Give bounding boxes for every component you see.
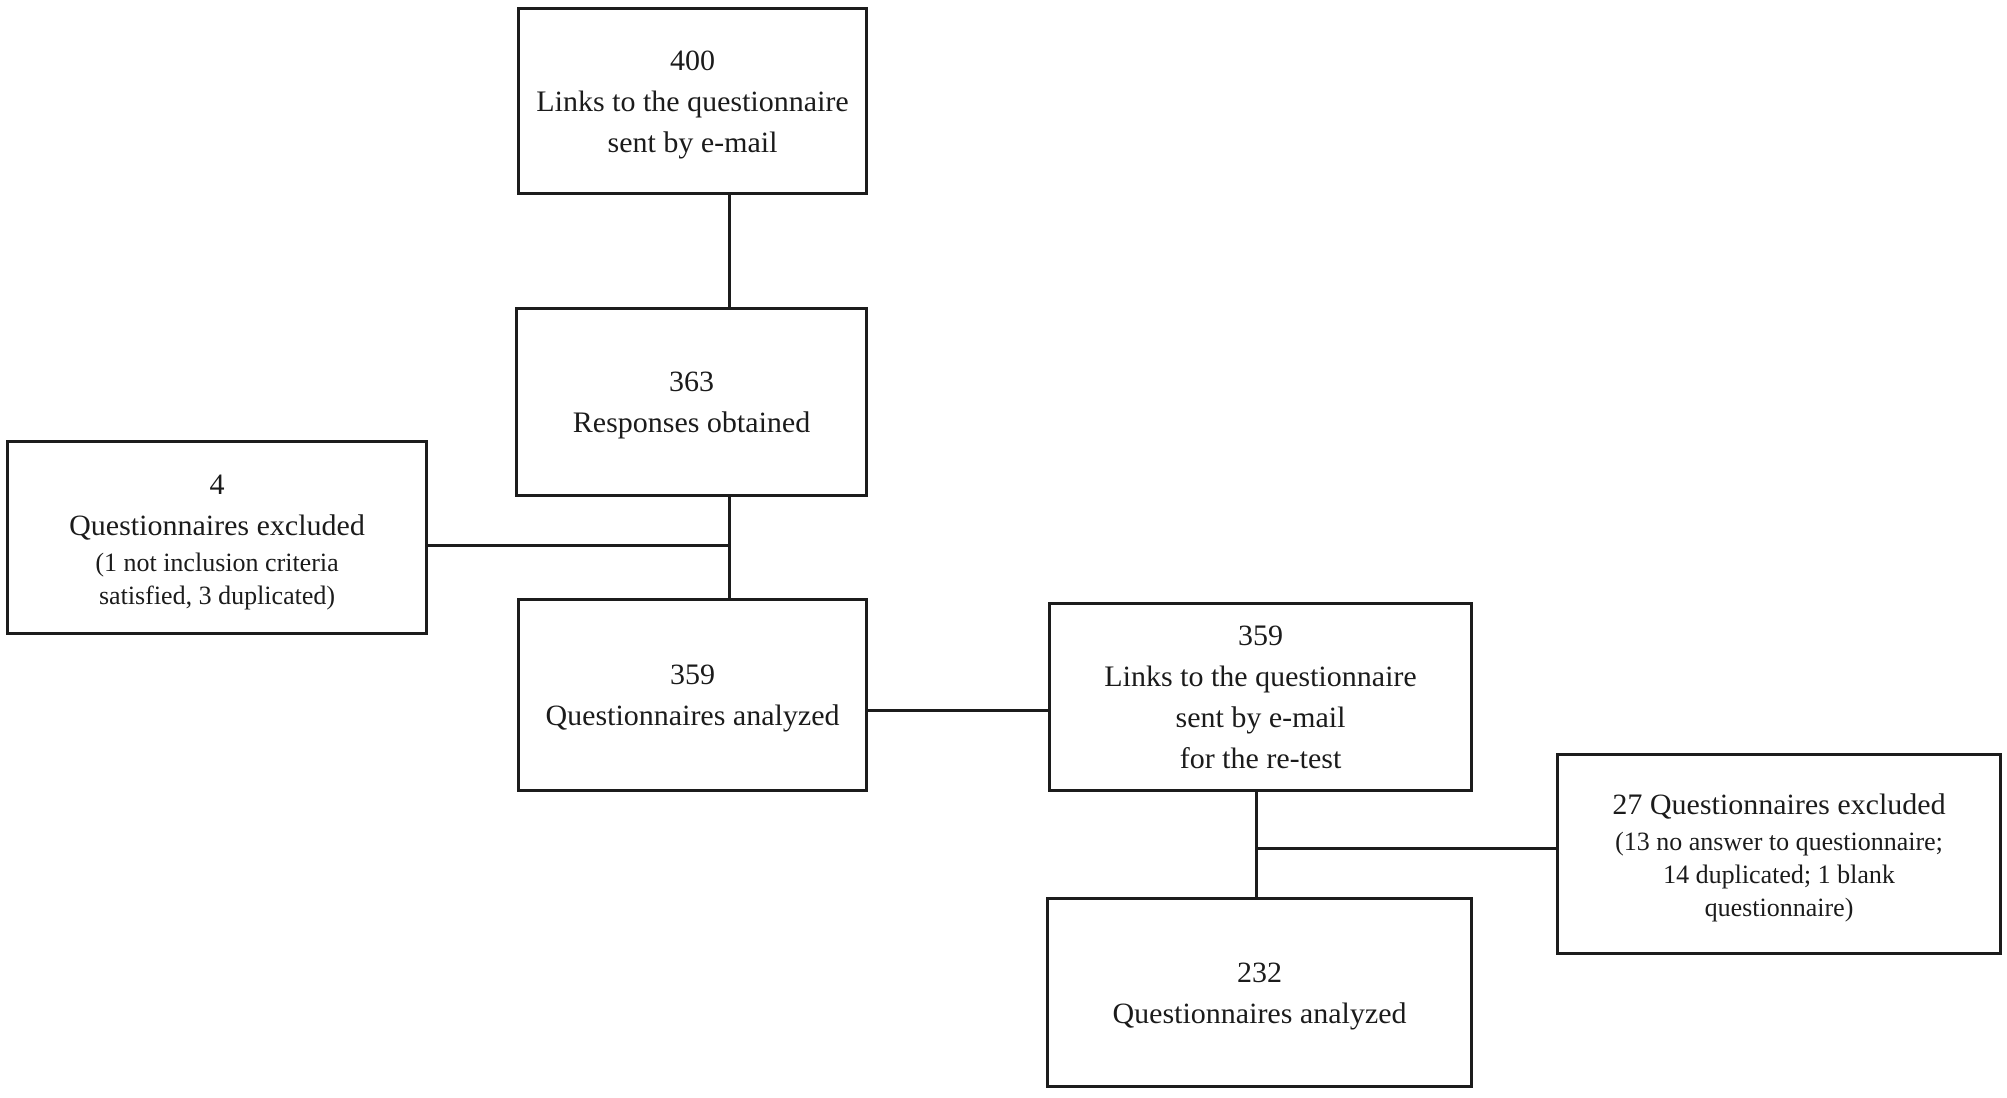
connector-sent-to-responses: [728, 195, 731, 307]
box-label: 27 Questionnaires excluded: [1612, 788, 1946, 821]
box-count: 359: [670, 658, 715, 691]
box-label: Links to the questionnaire: [536, 84, 849, 118]
box-count: 359: [1238, 619, 1283, 652]
connector-excluded-2-branch: [1255, 847, 1556, 850]
flow-box-questionnaires-analyzed-1: 359 Questionnaires analyzed: [517, 598, 868, 792]
connector-excluded-1-branch: [428, 544, 731, 547]
flow-box-questionnaires-analyzed-2: 232 Questionnaires analyzed: [1046, 897, 1473, 1088]
box-label: Questionnaires excluded: [69, 508, 365, 542]
box-detail: satisfied, 3 duplicated): [98, 580, 336, 610]
connector-retest-to-analyzed-2: [1255, 792, 1258, 897]
box-label: Questionnaires analyzed: [1112, 996, 1407, 1030]
box-label: Links to the questionnaire: [1104, 660, 1417, 693]
box-label: for the re-test: [1179, 742, 1342, 775]
flow-box-links-sent: 400 Links to the questionnaire sent by e…: [517, 7, 868, 195]
box-count: 363: [669, 365, 714, 398]
box-detail: (13 no answer to questionnaire;: [1615, 827, 1943, 856]
flow-box-links-sent-retest: 359 Links to the questionnaire sent by e…: [1048, 602, 1473, 792]
connector-analyzed-to-retest: [868, 709, 1048, 712]
flow-box-responses-obtained: 363 Responses obtained: [515, 307, 868, 497]
box-count: 400: [670, 43, 715, 77]
flow-box-questionnaires-excluded-2: 27 Questionnaires excluded (13 no answer…: [1556, 753, 2002, 955]
box-label: sent by e-mail: [607, 125, 778, 159]
box-count: 232: [1237, 955, 1282, 989]
box-label: Responses obtained: [572, 406, 811, 439]
box-detail: questionnaire): [1704, 893, 1854, 922]
box-detail: (1 not inclusion criteria: [95, 547, 339, 577]
box-count: 4: [209, 467, 225, 501]
flow-box-questionnaires-excluded-1: 4 Questionnaires excluded (1 not inclusi…: [6, 440, 428, 635]
box-detail: 14 duplicated; 1 blank: [1663, 860, 1895, 889]
box-label: Questionnaires analyzed: [545, 699, 840, 732]
connector-responses-to-analyzed: [728, 497, 731, 598]
box-label: sent by e-mail: [1175, 701, 1346, 734]
